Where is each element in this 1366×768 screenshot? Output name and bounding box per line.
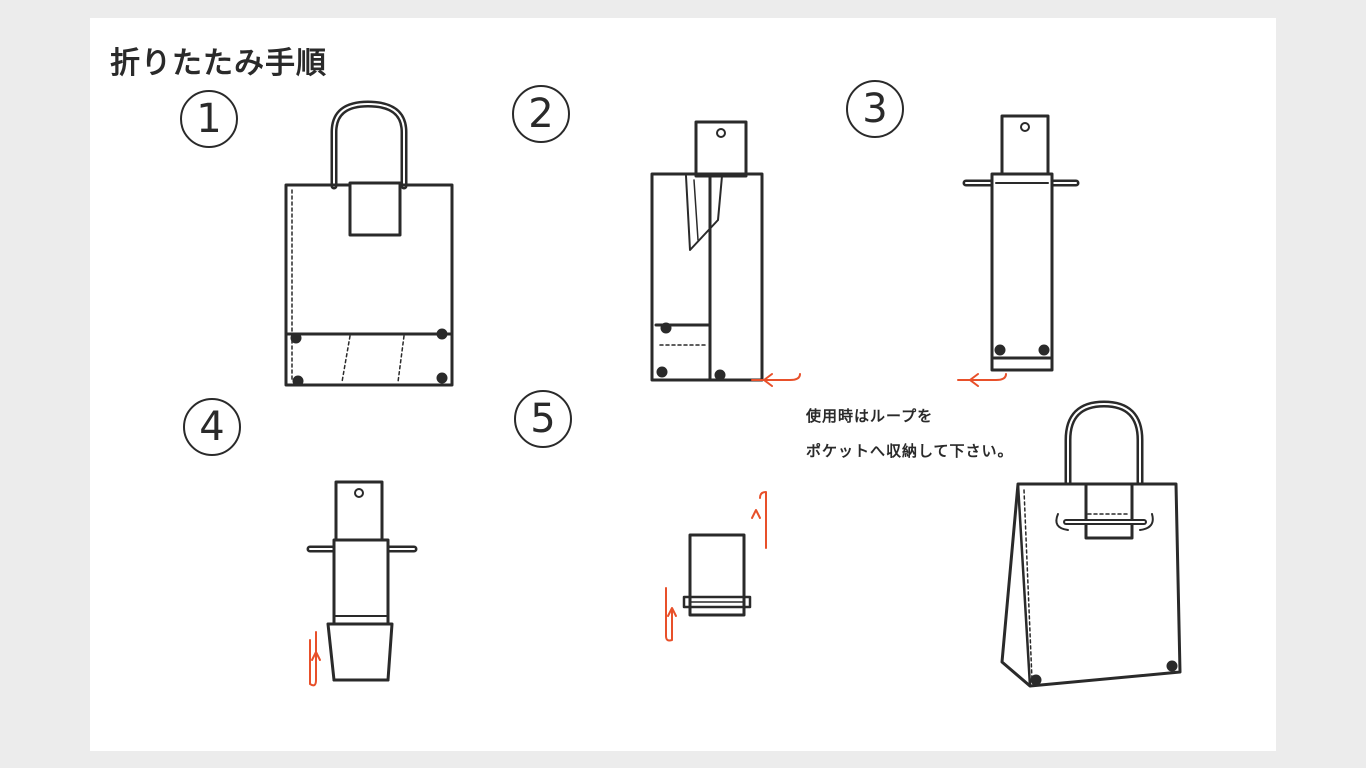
step-4-number: 4 xyxy=(183,398,241,456)
fold-arrow xyxy=(759,491,767,549)
loop-hole xyxy=(354,488,364,498)
bag-handle xyxy=(1064,400,1144,488)
bag-handle-inner xyxy=(333,103,405,187)
step-3-folded-strip xyxy=(957,114,1080,387)
fold-arrow-head xyxy=(311,651,321,661)
fold-arrow xyxy=(957,373,1007,381)
bag-side-seam xyxy=(1023,489,1033,681)
bag-body xyxy=(650,172,764,382)
folded-gusset xyxy=(685,175,723,251)
rivet xyxy=(714,369,726,381)
pocket-flap xyxy=(348,181,402,237)
fold-arrow-head xyxy=(763,373,773,387)
loop-tab xyxy=(334,480,384,544)
rivet xyxy=(1030,674,1042,686)
fold-arrow-head xyxy=(667,607,677,617)
loop-hole xyxy=(1020,122,1030,132)
insert-arrow-left xyxy=(1055,513,1069,531)
loop-tab xyxy=(694,120,748,178)
fold-guide xyxy=(341,335,351,383)
final-bag-loop-stored xyxy=(1000,400,1182,688)
fold-arrow-head xyxy=(969,373,979,387)
bag-handle xyxy=(330,100,408,190)
pocket-flap xyxy=(1084,482,1134,540)
loop-tab xyxy=(1000,114,1050,178)
rivet xyxy=(660,322,672,334)
fold-arrow xyxy=(751,373,801,381)
folded-bottom xyxy=(326,622,394,682)
usage-note-line-2: ポケットへ収納して下さい。 xyxy=(806,442,1014,460)
compact-bag xyxy=(688,533,746,617)
rivet xyxy=(994,344,1006,356)
step-4-bottom-folded xyxy=(306,480,418,687)
insert-arrow-right xyxy=(1139,513,1154,531)
bag-strip xyxy=(990,172,1054,372)
bag-side xyxy=(1016,482,1032,688)
step-5-number: 5 xyxy=(514,390,572,448)
folded-gusset-inner xyxy=(693,179,699,241)
fold-arrow xyxy=(665,587,673,642)
bag-body xyxy=(1000,482,1182,688)
fold-guide xyxy=(397,335,405,383)
rivet xyxy=(1038,344,1050,356)
step-2-number: 2 xyxy=(512,85,570,143)
step-2-sides-folded xyxy=(650,120,801,387)
fold-arrow xyxy=(309,631,317,687)
step-5-compact xyxy=(665,491,767,642)
step-3-number: 3 xyxy=(846,80,904,138)
step-1-open-bag xyxy=(284,100,454,387)
rivet xyxy=(656,366,668,378)
step-1-number: 1 xyxy=(180,90,238,148)
rivet xyxy=(436,328,448,340)
loop-hole xyxy=(716,128,726,138)
rivet xyxy=(436,372,448,384)
rivet xyxy=(290,332,302,344)
rivet xyxy=(292,375,304,387)
fold-arrow-head xyxy=(751,509,761,519)
page-title: 折りたたみ手順 xyxy=(110,46,327,81)
rivet xyxy=(1166,660,1178,672)
usage-note-line-1: 使用時はループを xyxy=(806,407,934,425)
bag-handle-inner xyxy=(1067,403,1141,485)
loop-band xyxy=(682,595,752,609)
